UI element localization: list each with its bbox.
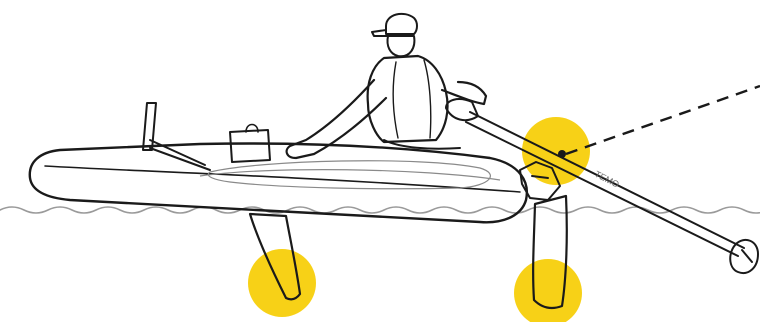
seat-back [230,130,270,162]
head [387,36,414,56]
cap [372,14,417,36]
right-arm [442,82,486,104]
vest-line [393,60,431,138]
paddle-blade [730,240,758,273]
kayak-hull [30,144,527,223]
paddle-grip [446,99,478,120]
paddle-pivot [558,150,566,158]
highlight-rear-fin [248,249,316,317]
kayak-inner-outline [200,170,500,180]
torso [368,56,448,142]
paddle-shaft [466,112,744,256]
highlight-front-fin [514,259,582,322]
backrest-pole [143,103,156,150]
paddler-figure [287,14,486,158]
pivot-axis-dashed-line [566,86,760,154]
